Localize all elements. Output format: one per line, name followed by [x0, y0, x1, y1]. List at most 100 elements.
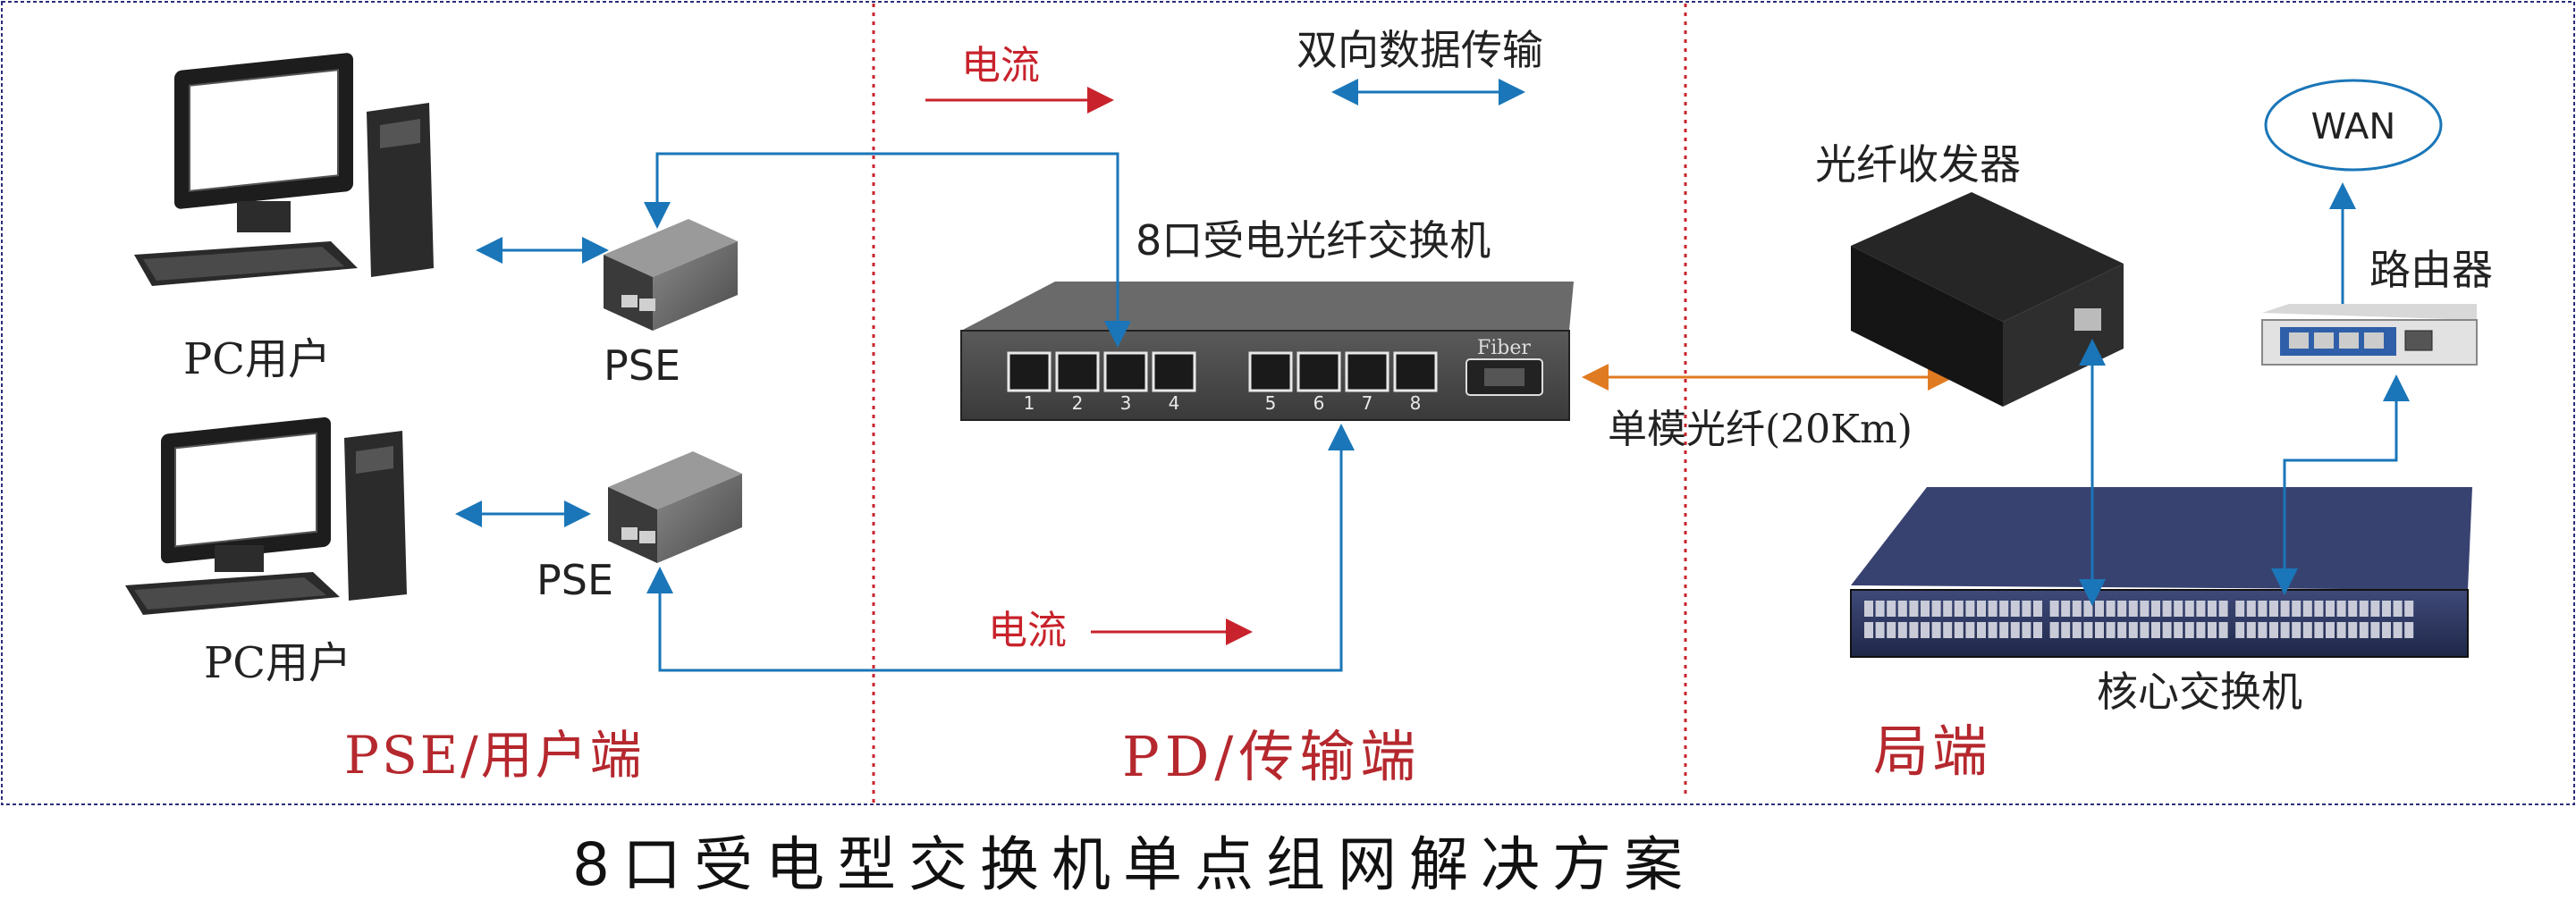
diagram-frame: [1, 1, 2575, 805]
core-switch-port: [2128, 601, 2138, 617]
switch-port-number: 8: [1410, 392, 1422, 414]
link-core-router: [2271, 374, 2410, 595]
core-switch-port: [2010, 622, 2020, 638]
core-switch-port: [2382, 622, 2391, 638]
core-switch-port: [1897, 601, 1907, 617]
switch-port-6: [1296, 351, 1341, 392]
core-switch-port: [2095, 601, 2104, 617]
label-switch-name: 8口受电光纤交换机: [1136, 216, 1491, 265]
core-switch-port: [1864, 601, 1873, 617]
core-switch-port: [2326, 601, 2335, 617]
core-switch-port: [2072, 622, 2082, 638]
core-switch-port: [1875, 601, 1885, 617]
page-title: 8口受电型交换机单点组网解决方案: [572, 830, 1695, 899]
core-switch-port: [1921, 601, 1930, 617]
core-switch-port: [2117, 622, 2127, 638]
label-fiber-port: Fiber: [1477, 337, 1531, 359]
core-switch-port: [2162, 601, 2172, 617]
core-switch-port: [1977, 622, 1986, 638]
core-switch-port: [1954, 622, 1964, 638]
core-switch-port: [1909, 622, 1919, 638]
core-switch-port: [2106, 622, 2116, 638]
core-switch-port: [2151, 601, 2160, 617]
label-current-top: 电流: [961, 43, 1040, 88]
core-switch-port: [2382, 601, 2391, 617]
core-switch-port: [2370, 601, 2380, 617]
zone-label-left: PSE/用户端: [344, 725, 645, 786]
core-switch-port: [1864, 622, 1873, 638]
zone-label-middle: PD/传输端: [1122, 724, 1421, 789]
wan-cloud: [2264, 79, 2443, 172]
label-pse-bottom: PSE: [536, 556, 613, 604]
core-switch-device: [1850, 487, 2472, 658]
core-switch-port: [2404, 622, 2414, 638]
core-switch-port: [2049, 622, 2059, 638]
core-switch-port: [2022, 622, 2031, 638]
core-switch-port: [2246, 601, 2256, 617]
core-switch-port: [2174, 601, 2183, 617]
core-switch-port: [2218, 601, 2228, 617]
core-switch-port: [2218, 622, 2228, 638]
switch-port-number: 3: [1120, 392, 1132, 414]
core-switch-port: [2314, 601, 2324, 617]
core-switch-port: [2140, 601, 2149, 617]
pc-computer-top: [134, 53, 434, 286]
core-switch-port: [2292, 601, 2302, 617]
core-switch-port: [2326, 622, 2335, 638]
core-switch-port: [2140, 622, 2149, 638]
label-current-bottom: 电流: [988, 608, 1067, 653]
core-switch-port: [2348, 622, 2358, 638]
label-single-mode: 单模光纤(20Km): [1608, 407, 1913, 452]
switch-port-number: 4: [1169, 392, 1180, 414]
label-bidirectional: 双向数据传输: [1296, 26, 1543, 74]
core-switch-port: [2151, 622, 2160, 638]
core-switch-port: [2196, 601, 2206, 617]
core-switch-port: [1954, 601, 1964, 617]
core-switch-port: [1999, 622, 2009, 638]
switch-port-number: 2: [1072, 392, 1084, 414]
core-switch-port: [1988, 622, 1997, 638]
core-switch-port: [2246, 622, 2256, 638]
core-switch-port: [2117, 601, 2127, 617]
label-pc-user-bottom: PC用户: [204, 638, 351, 688]
core-switch-port: [2033, 622, 2042, 638]
core-switch-port: [2208, 601, 2217, 617]
core-switch-port: [1909, 601, 1919, 617]
core-switch-port: [2061, 622, 2071, 638]
router-device: [2261, 304, 2478, 366]
core-switch-port: [2393, 622, 2403, 638]
switch-port-5: [1248, 351, 1293, 392]
label-pse-top: PSE: [604, 341, 680, 390]
switch-port-number: 7: [1362, 392, 1373, 414]
core-switch-port: [2106, 601, 2116, 617]
core-switch-port: [1887, 622, 1896, 638]
core-switch-port: [2184, 601, 2194, 617]
core-switch-port: [2359, 622, 2369, 638]
core-switch-port: [2022, 601, 2031, 617]
pse-injector-bottom: [608, 451, 742, 563]
core-switch-port: [2174, 622, 2183, 638]
core-switch-port: [2095, 622, 2104, 638]
core-switch-port: [2235, 601, 2245, 617]
core-switch-port: [2083, 622, 2093, 638]
core-switch-port: [2302, 622, 2312, 638]
core-switch-port: [2083, 601, 2093, 617]
core-switch-port: [2336, 601, 2346, 617]
core-switch-port: [2370, 622, 2380, 638]
core-switch-port: [2269, 601, 2278, 617]
core-switch-port: [2359, 601, 2369, 617]
core-switch-port: [2280, 601, 2290, 617]
core-switch-port: [1988, 601, 1997, 617]
core-switch-port: [2302, 601, 2312, 617]
pse-injector-top: [604, 219, 738, 331]
switch-port-3: [1103, 351, 1148, 392]
core-switch-port: [2049, 601, 2059, 617]
switch-port-8: [1393, 351, 1438, 392]
core-switch-port: [2061, 601, 2071, 617]
switch-port-number: 5: [1265, 392, 1277, 414]
core-switch-port: [2258, 622, 2268, 638]
core-switch-port: [1999, 601, 2009, 617]
core-switch-port: [1875, 622, 1885, 638]
label-wan: WAN: [2311, 106, 2396, 147]
